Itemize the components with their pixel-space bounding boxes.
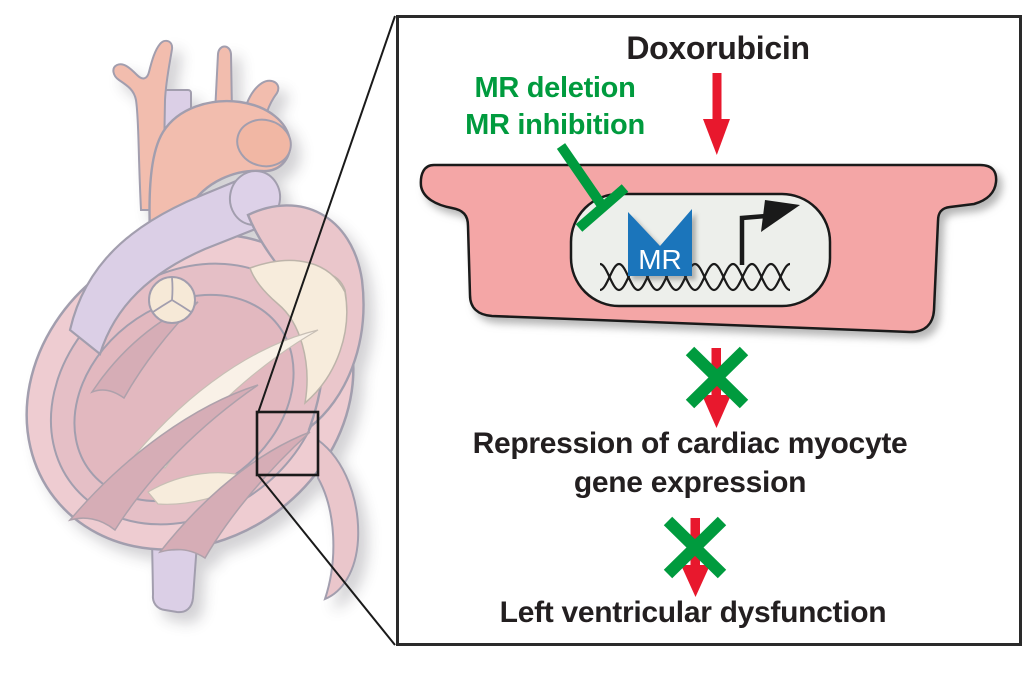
blocked-x-icon: [685, 346, 749, 409]
intervention-line-2: MR inhibition: [465, 109, 645, 141]
pathway-diagram: MR: [419, 73, 998, 597]
connector-line-bottom: [257, 474, 396, 646]
ventricle-wall-crescent-shape: [317, 438, 360, 601]
aortic-valve-shape: [148, 276, 196, 324]
inferior-vessel-shape: [150, 536, 199, 614]
zoom-square: [255, 410, 320, 477]
blocked-x-icon: [663, 516, 727, 579]
inhibition-bar-icon: [556, 143, 629, 232]
zoom-region-group: [255, 15, 396, 646]
connector-line-top: [257, 15, 396, 414]
mr-receptor-label: MR: [638, 244, 682, 275]
outcome2-label: Left ventricular dysfunction: [499, 596, 887, 629]
mr-receptor-icon: MR: [628, 209, 692, 276]
magnified-panel: MR: [396, 15, 1022, 646]
drug-label: Doxorubicin: [626, 30, 810, 66]
intervention-line-1: MR deletion: [474, 72, 636, 104]
transcription-arrow-icon: [739, 200, 800, 265]
down-arrow-icon: [703, 73, 730, 155]
papillary-muscle-shapes: [67, 301, 311, 560]
outcome1-label: Repression of cardiac myocyte gene expre…: [380, 424, 1000, 502]
intervention-label: MR deletion MR inhibition: [399, 70, 711, 144]
outcome1-line-2: gene expression: [573, 466, 807, 499]
heart-anatomy-group: [25, 39, 365, 614]
outcome1-line-1: Repression of cardiac myocyte: [472, 427, 908, 460]
